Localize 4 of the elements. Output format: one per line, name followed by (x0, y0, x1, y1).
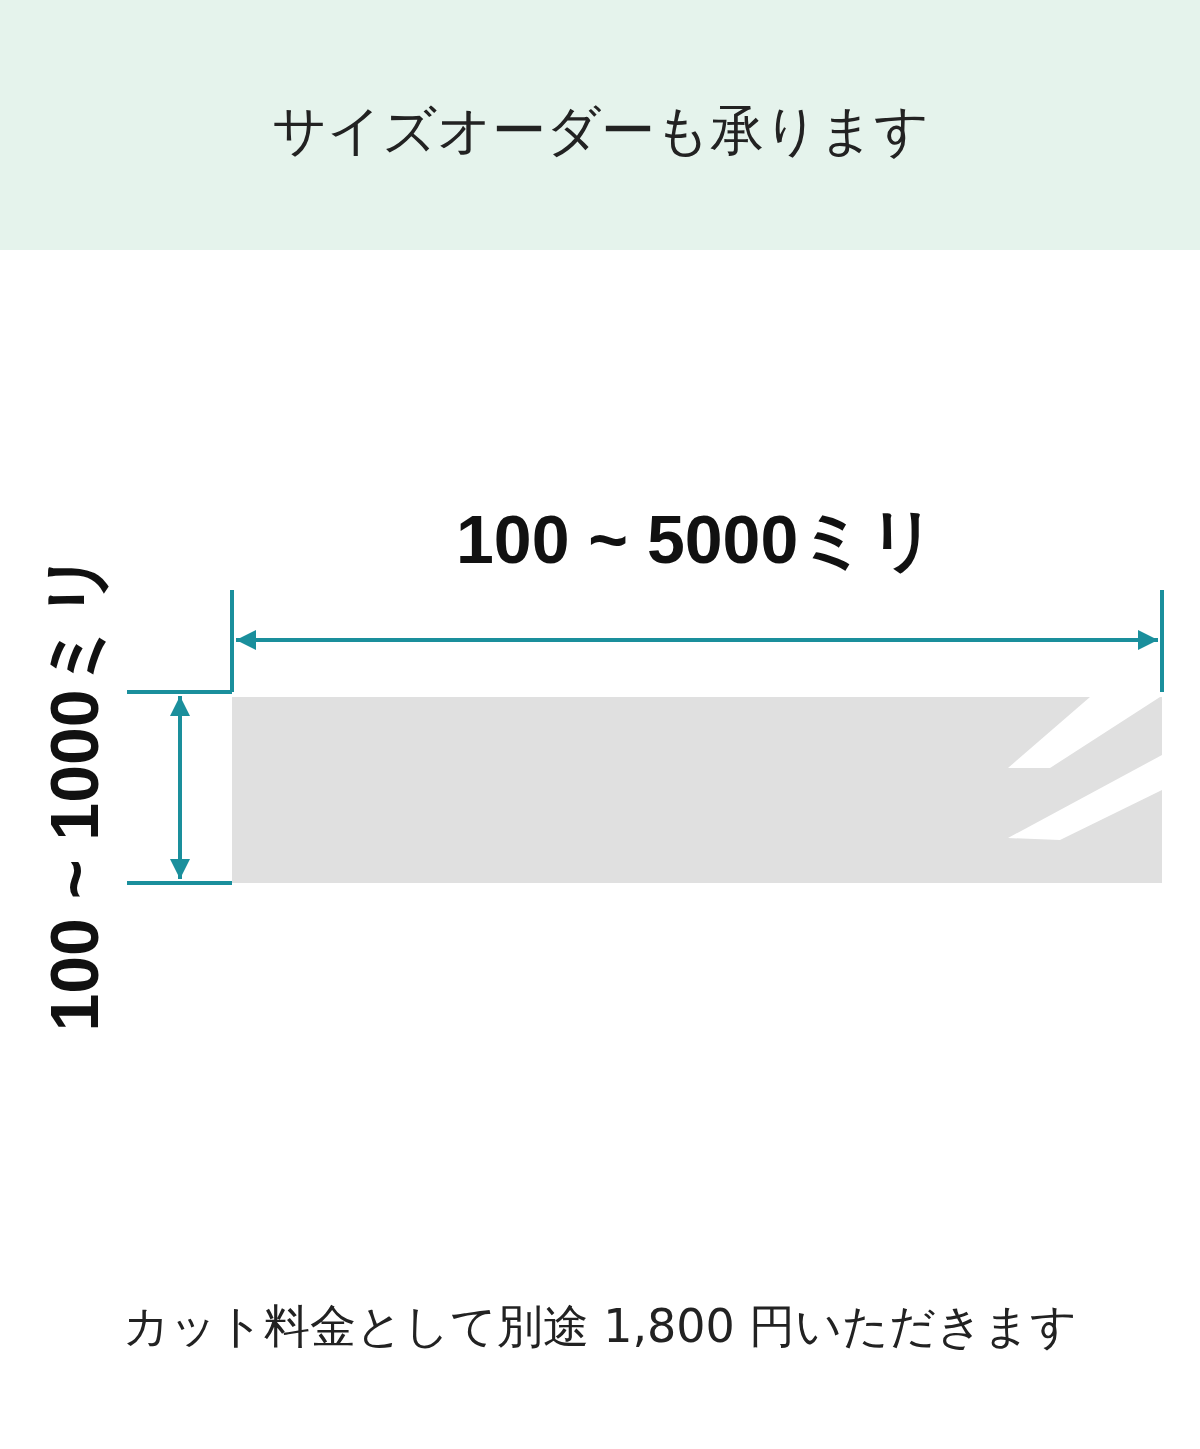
dimension-label: 100 ~ 5000ミリ (456, 500, 939, 579)
title: サイズオーダーも承ります (270, 98, 930, 164)
caption: カット料金として別途 1,800 円いただきます (121, 1298, 1079, 1355)
dimension-label: 100 ~ 1000ミリ (34, 548, 113, 1032)
